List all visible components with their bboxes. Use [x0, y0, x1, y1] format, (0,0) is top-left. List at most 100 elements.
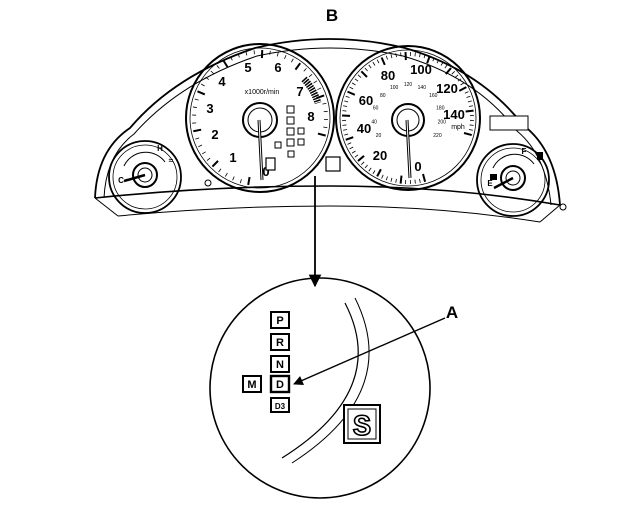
speedometer-inner-tick-label: 180	[436, 105, 445, 111]
dial-tick	[194, 98, 199, 101]
tachometer-tick-marks	[192, 50, 328, 186]
dial-tick	[458, 86, 467, 92]
dial-tick	[193, 128, 202, 133]
low-fuel-lamp	[490, 174, 497, 180]
dial-tick	[345, 95, 350, 98]
dial-tick	[460, 82, 465, 86]
dial-tick	[465, 109, 474, 113]
tachometer-warning-lamps	[274, 105, 305, 158]
dial-tick	[463, 132, 473, 137]
dial-tick	[376, 168, 382, 177]
dial-tick	[198, 144, 203, 148]
svg-text:N: N	[276, 359, 284, 371]
speedometer-inner-tick-label: 140	[418, 85, 427, 91]
dial-tick	[202, 151, 206, 155]
dial-tick	[464, 91, 469, 94]
dial-tick	[390, 177, 393, 182]
dial-tick	[357, 74, 362, 78]
temperature-gauge: H C ≈	[108, 140, 182, 214]
speedometer-inner-tick-label: 160	[429, 93, 438, 99]
dial-tick	[230, 56, 233, 61]
dial-tick	[372, 170, 376, 175]
dial-tick	[343, 105, 348, 107]
speedometer-inner-tick-label: 200	[438, 120, 447, 126]
speedometer-rim	[335, 45, 481, 191]
dial-tick	[419, 178, 421, 183]
tachometer-tick-label: 6	[274, 60, 281, 75]
dial-tick	[245, 51, 248, 56]
dial-tick	[432, 57, 435, 62]
tachometer-redline-zone	[301, 76, 322, 105]
temp-gauge-low-label: C	[118, 176, 124, 185]
dial-tick	[395, 53, 397, 58]
dial-tick	[351, 82, 356, 86]
dial-tick	[454, 74, 459, 78]
svg-text:P: P	[276, 315, 283, 327]
dial-tick	[308, 73, 313, 78]
dial-tick	[354, 78, 359, 82]
dial-tick	[395, 178, 397, 183]
dial-tick	[218, 168, 222, 173]
dial-tick	[347, 90, 356, 96]
fuel-gauge-full-label: F	[522, 147, 527, 156]
dial-tick	[468, 105, 473, 107]
tachometer-tick-label: 2	[211, 127, 218, 142]
dial-tick	[436, 59, 440, 64]
dial-tick	[313, 80, 318, 84]
dial-tick	[457, 78, 462, 82]
dial-tick	[343, 129, 348, 131]
dial-tick	[451, 71, 455, 75]
dial-tick	[445, 67, 452, 75]
dial-tick	[444, 64, 448, 69]
tachometer-tick-label: 1	[229, 150, 236, 165]
dial-tick	[237, 53, 240, 58]
speedometer-tick-marks	[342, 52, 474, 184]
svg-text:M: M	[247, 379, 256, 391]
tachometer-tick-label: 7	[296, 84, 303, 99]
svg-text:R: R	[276, 337, 284, 349]
temp-gauge-high-label: H	[157, 144, 163, 153]
speedometer-inner-tick-label: 40	[371, 120, 377, 126]
dial-tick	[232, 176, 235, 181]
dial-tick	[423, 54, 426, 59]
tachometer-tick-label: 4	[218, 74, 226, 89]
mounting-hole	[559, 203, 567, 211]
speedometer-inner-tick-label: 80	[380, 93, 386, 99]
dial-tick	[354, 154, 359, 158]
speedometer-tick-label: 100	[410, 62, 432, 77]
speedometer-inner-tick-label: 100	[390, 85, 399, 91]
dial-tick	[216, 65, 220, 69]
dial-tick	[200, 83, 205, 87]
dial-tick	[364, 164, 368, 169]
svg-text:S: S	[353, 411, 371, 445]
dial-tick	[284, 55, 287, 60]
dial-tick	[466, 95, 471, 98]
dial-tick	[390, 54, 393, 59]
gear-position-d3: D3	[270, 397, 290, 413]
dial-tick	[385, 176, 388, 181]
dial-tick	[225, 172, 228, 177]
gear-position-p: P	[270, 311, 290, 329]
dial-tick	[247, 176, 251, 186]
speedometer-inner-tick-label: 120	[404, 82, 413, 88]
speedometer-tick-label: 40	[357, 121, 371, 136]
tachometer-tick-label: 5	[244, 60, 251, 75]
dial-tick	[291, 58, 294, 63]
speedometer-inner-tick-label: 20	[376, 133, 382, 139]
speedometer-tick-label: 80	[381, 68, 395, 83]
dial-tick	[368, 167, 372, 172]
tachometer-tick-label: 8	[307, 109, 314, 124]
dial-tick	[385, 55, 388, 60]
fuel-gauge-empty-label: E	[487, 179, 493, 188]
dial-tick	[322, 102, 327, 105]
dial-tick	[357, 155, 365, 162]
dial-tick	[380, 57, 386, 66]
dial-tick	[349, 146, 354, 150]
dial-tick	[192, 106, 197, 108]
gear-position-r: R	[270, 333, 290, 351]
mounting-hole	[204, 179, 212, 187]
tachometer-unit-label: x1000r/min	[245, 89, 280, 96]
dial-tick	[345, 136, 354, 141]
